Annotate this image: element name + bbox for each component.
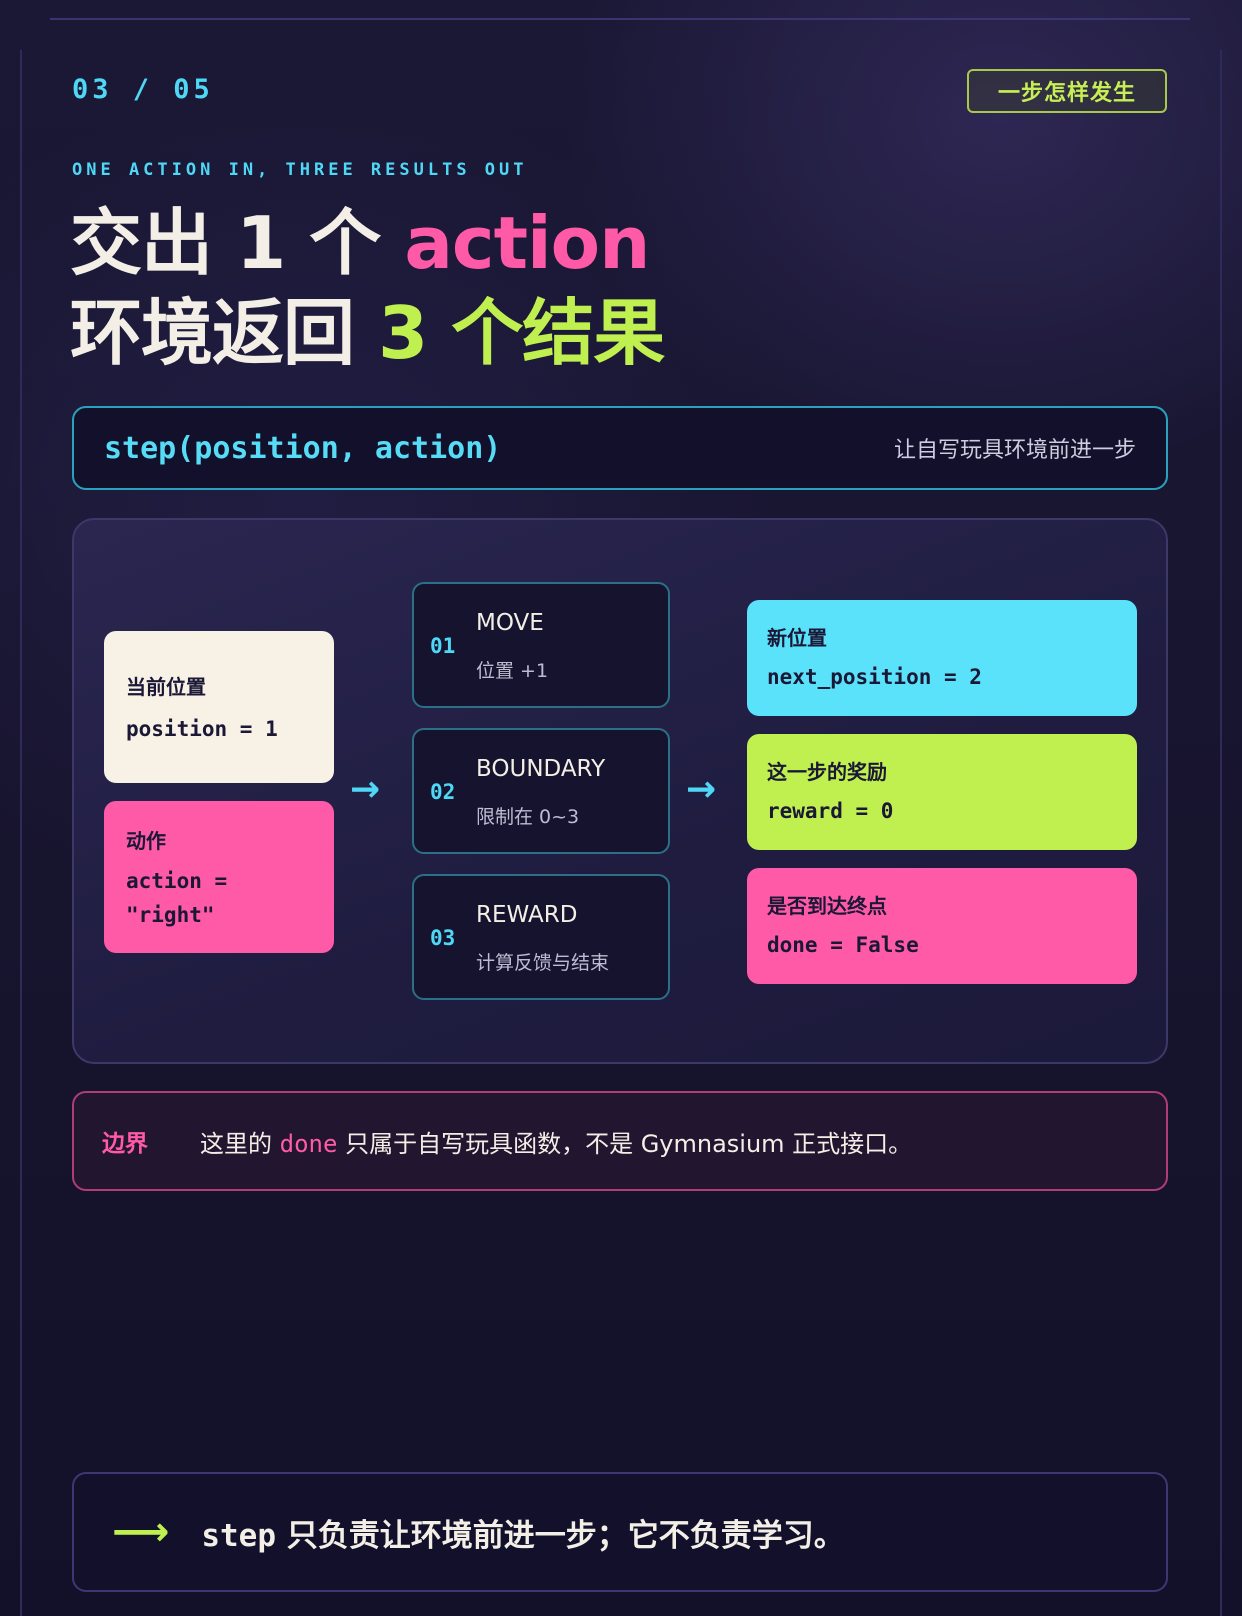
output-value: reward = 0 bbox=[767, 799, 894, 823]
title-line-2: 环境返回 3 个结果 bbox=[70, 288, 665, 378]
input-value: action = "right" bbox=[126, 869, 228, 927]
input-card-action: 动作 action = "right" bbox=[104, 801, 334, 953]
arrow-right-icon: → bbox=[686, 769, 717, 810]
boundary-callout: 边界 这里的 done 只属于自写玩具函数，不是 Gymnasium 正式接口。 bbox=[72, 1091, 1168, 1191]
callout-text: 这里的 done 只属于自写玩具函数，不是 Gymnasium 正式接口。 bbox=[200, 1124, 912, 1159]
callout-tag: 边界 bbox=[102, 1131, 148, 1157]
step-description: 限制在 0~3 bbox=[476, 806, 580, 828]
takeaway-box: ⟶ step 只负责让环境前进一步；它不负责学习。 bbox=[72, 1472, 1168, 1592]
title-line-1-prefix: 交出 1 个 bbox=[70, 201, 405, 285]
input-card-position: 当前位置 position = 1 bbox=[104, 631, 334, 783]
output-card-next-position: 新位置 next_position = 2 bbox=[747, 600, 1137, 716]
input-label: 动作 bbox=[126, 829, 166, 853]
function-signature: step(position, action) bbox=[104, 430, 502, 466]
eyebrow-text: ONE ACTION IN, THREE RESULTS OUT bbox=[72, 160, 528, 180]
step-name: BOUNDARY bbox=[476, 756, 606, 782]
page-title: 交出 1 个 action 环境返回 3 个结果 bbox=[70, 198, 665, 378]
arrow-right-icon: → bbox=[350, 769, 381, 810]
title-line-2-prefix: 环境返回 bbox=[70, 291, 379, 375]
callout-text-after: 只属于自写玩具函数，不是 Gymnasium 正式接口。 bbox=[337, 1129, 913, 1158]
takeaway-code: step bbox=[201, 1517, 276, 1554]
long-arrow-right-icon: ⟶ bbox=[112, 1509, 170, 1555]
function-note: 让自写玩具环境前进一步 bbox=[893, 438, 1136, 463]
step-name: REWARD bbox=[476, 902, 578, 928]
output-card-reward: 这一步的奖励 reward = 0 bbox=[747, 734, 1137, 850]
callout-text-before: 这里的 bbox=[200, 1129, 280, 1158]
title-line-1: 交出 1 个 action bbox=[70, 198, 664, 288]
title-line-2-accent: 3 个结果 bbox=[378, 291, 665, 375]
left-rule bbox=[20, 50, 22, 1616]
step-description: 位置 +1 bbox=[476, 660, 549, 682]
step-description: 计算反馈与结束 bbox=[476, 952, 610, 974]
output-value: done = False bbox=[767, 933, 919, 957]
callout-highlight: done bbox=[279, 1129, 338, 1158]
output-label: 是否到达终点 bbox=[767, 894, 887, 918]
input-value: position = 1 bbox=[126, 717, 278, 741]
input-label: 当前位置 bbox=[126, 675, 206, 699]
page-indicator: 03 / 05 bbox=[72, 74, 214, 105]
title-line-1-accent: action bbox=[404, 201, 650, 285]
output-label: 新位置 bbox=[767, 626, 827, 650]
output-card-done: 是否到达终点 done = False bbox=[747, 868, 1137, 984]
takeaway-text: step 只负责让环境前进一步；它不负责学习。 bbox=[201, 1510, 844, 1555]
step-name: MOVE bbox=[476, 610, 544, 636]
function-signature-bar: step(position, action) 让自写玩具环境前进一步 bbox=[72, 406, 1168, 490]
step-card-move: 01 MOVE 位置 +1 bbox=[412, 582, 670, 708]
step-number: 02 bbox=[430, 780, 456, 804]
section-chip: 一步怎样发生 bbox=[967, 69, 1167, 113]
step-card-reward: 03 REWARD 计算反馈与结束 bbox=[412, 874, 670, 1000]
output-value: next_position = 2 bbox=[767, 665, 982, 689]
step-number: 01 bbox=[430, 634, 456, 658]
right-rule bbox=[1220, 50, 1222, 1616]
takeaway-sentence: 只负责让环境前进一步；它不负责学习。 bbox=[276, 1517, 845, 1554]
step-card-boundary: 02 BOUNDARY 限制在 0~3 bbox=[412, 728, 670, 854]
step-number: 03 bbox=[430, 926, 456, 950]
output-label: 这一步的奖励 bbox=[767, 760, 887, 784]
top-divider bbox=[50, 18, 1190, 20]
